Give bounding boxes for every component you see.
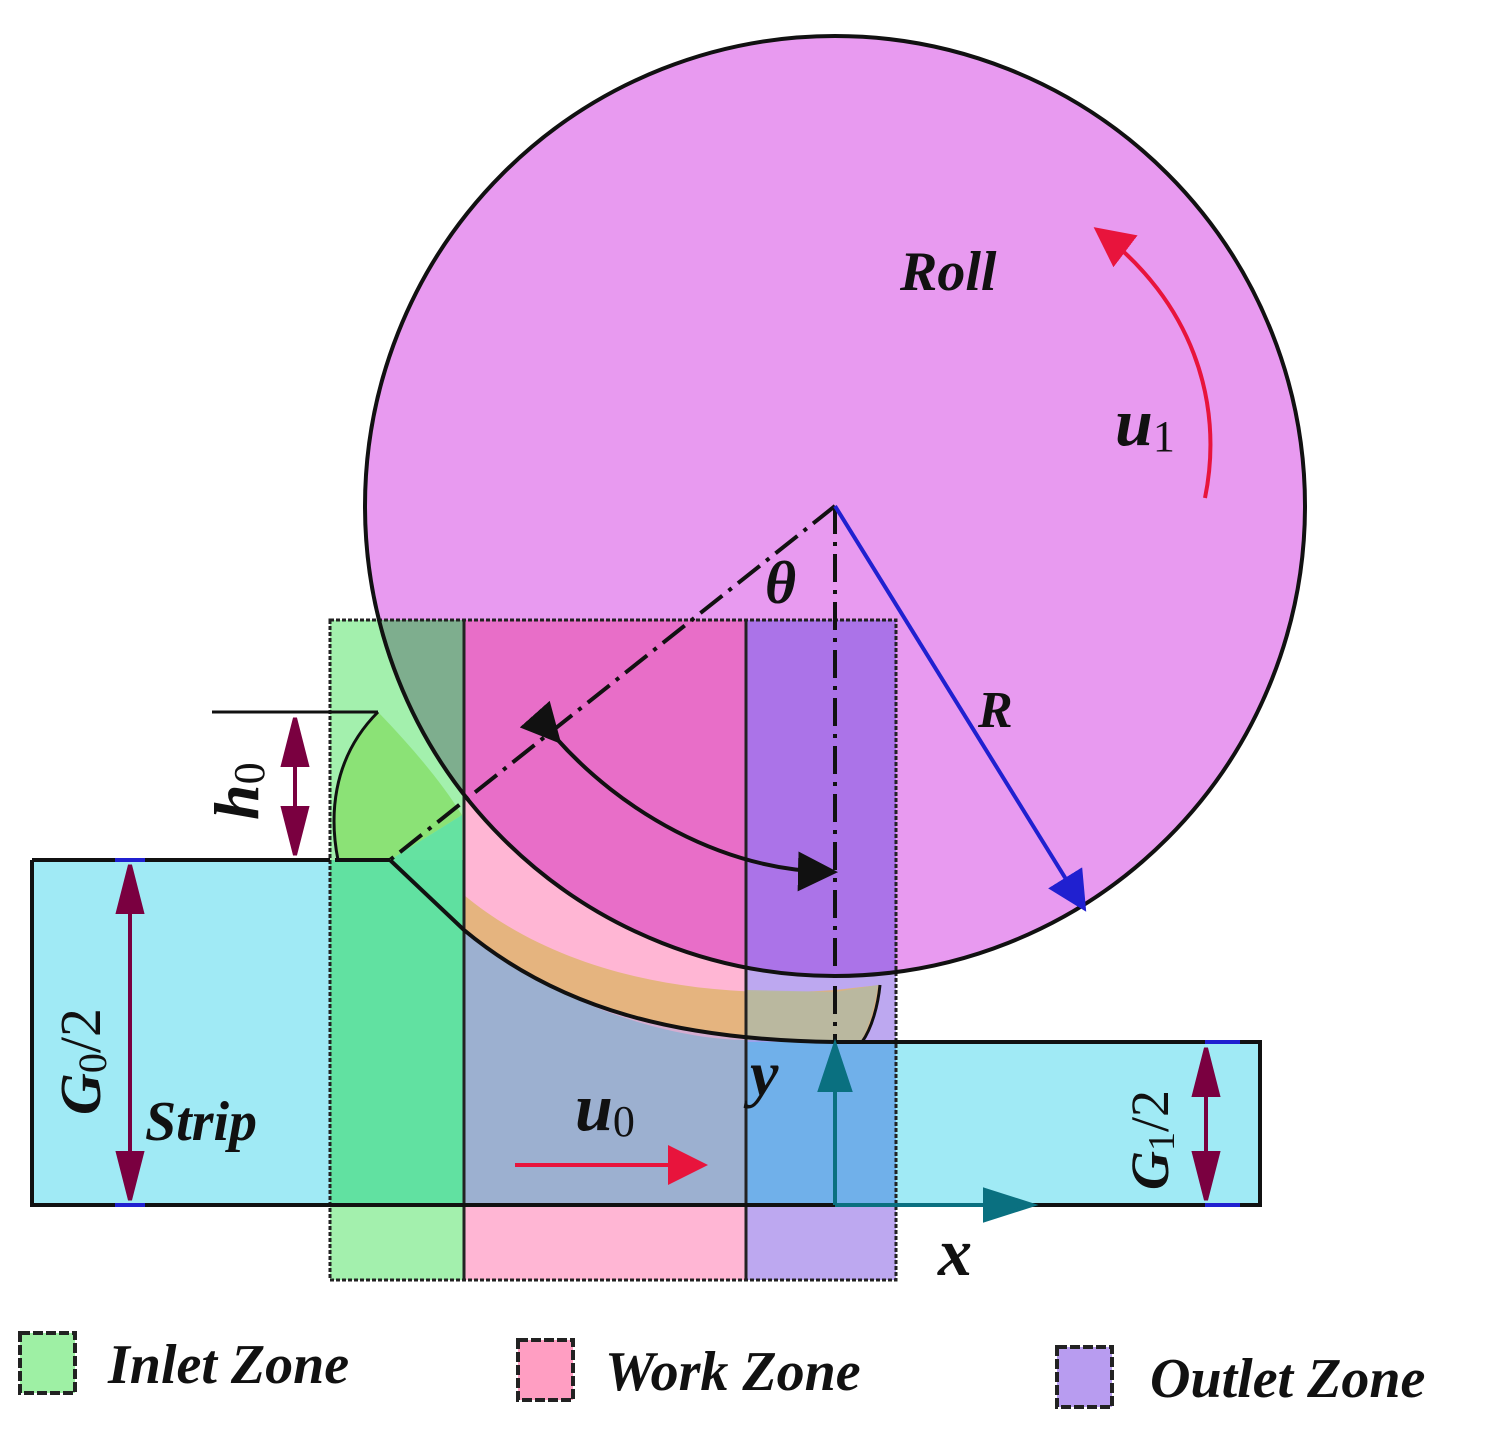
legend-label-inlet: Inlet Zone (107, 1334, 349, 1396)
roll-speed-arrow (1093, 227, 1213, 499)
legend-swatch-inlet (18, 1331, 77, 1395)
legend: Inlet Zone Work Zone Outlet Zone (18, 1331, 1425, 1410)
axis-x-label: x (937, 1214, 972, 1290)
g0-label: G0/2 (48, 1008, 115, 1115)
roll-label: Roll (899, 241, 997, 303)
strip-label: Strip (145, 1091, 257, 1153)
roll-speed-label: u1 (1115, 384, 1175, 461)
legend-swatch-work (516, 1338, 575, 1402)
coordinate-axes (817, 1038, 1039, 1223)
radius-arrow (833, 504, 1087, 912)
theta-arc (519, 700, 838, 892)
g1-dimension-arrow (1191, 1047, 1221, 1201)
legend-label-outlet: Outlet Zone (1150, 1348, 1425, 1410)
g1-label: G1/2 (1120, 1090, 1183, 1190)
radius-label: R (977, 682, 1013, 739)
strip-speed-label: u0 (575, 1069, 635, 1146)
legend-swatch-outlet (1055, 1345, 1114, 1409)
h0-dimension-arrow (280, 717, 310, 856)
h0-label: h0 (201, 762, 274, 820)
inlet-meniscus (334, 712, 462, 860)
g0-dimension-arrow (115, 864, 145, 1201)
legend-label-work: Work Zone (605, 1341, 861, 1403)
theta-label: θ (765, 550, 796, 616)
